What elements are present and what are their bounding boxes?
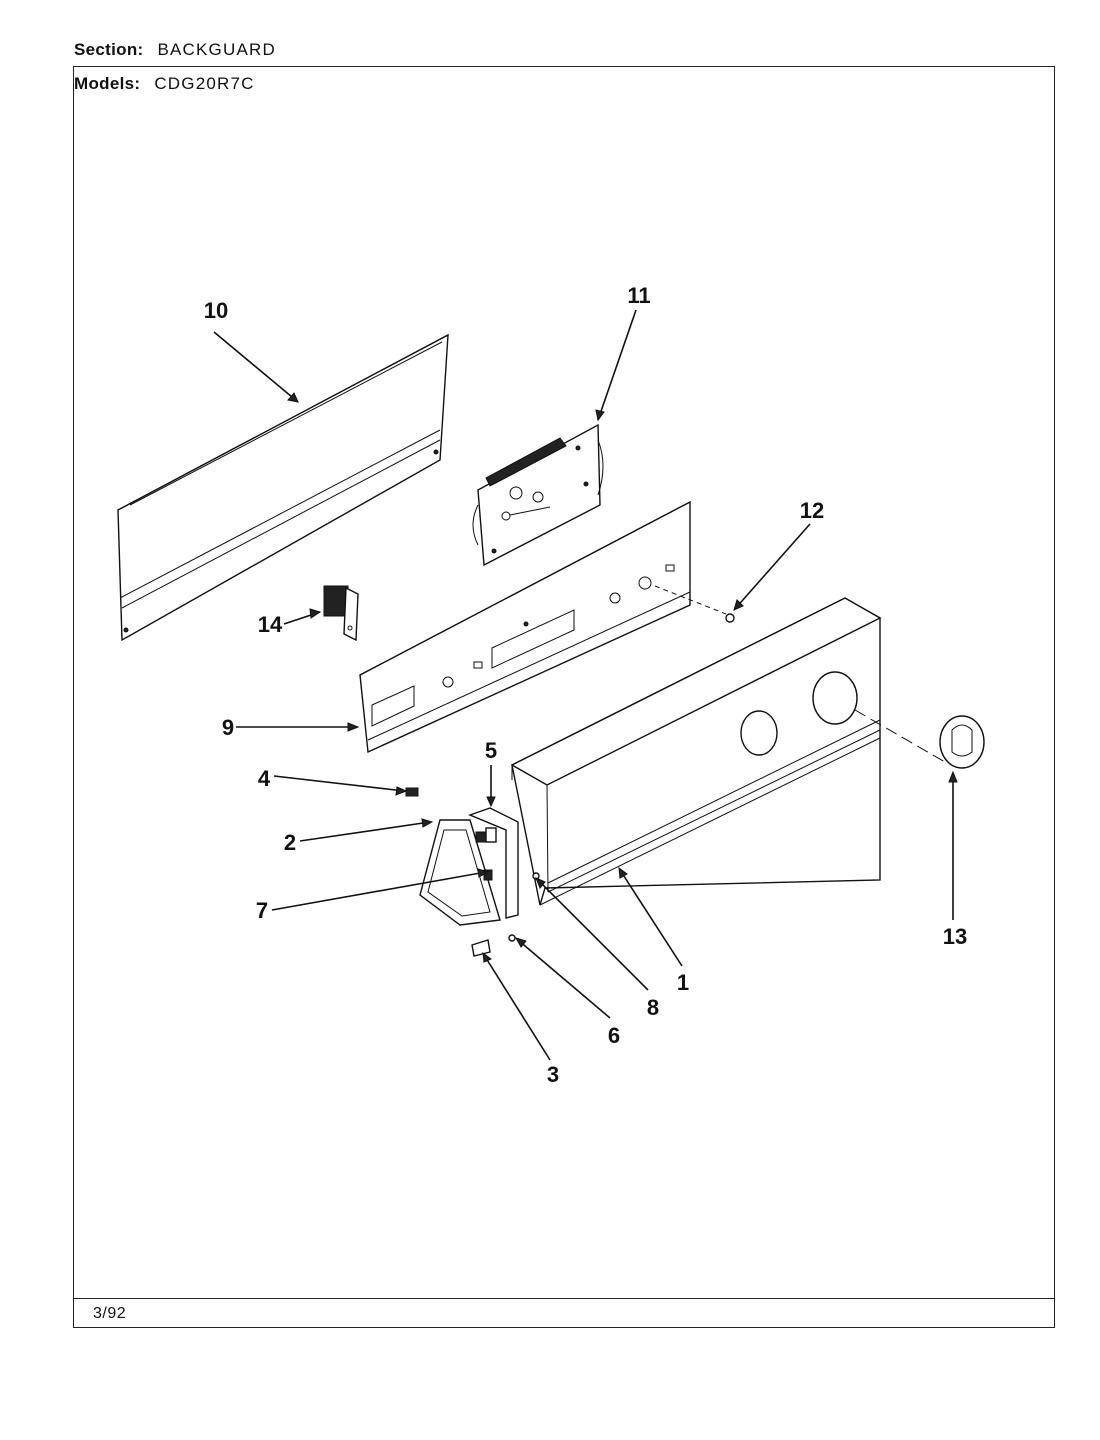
footer-date: 3/92 xyxy=(93,1305,127,1322)
models-value: CDG20R7C xyxy=(154,74,255,93)
callout-10: 10 xyxy=(204,298,228,323)
callout-2: 2 xyxy=(284,830,296,855)
leader-lines xyxy=(213,309,958,1061)
section-label: Section: xyxy=(74,40,144,59)
section-value: BACKGUARD xyxy=(157,40,276,59)
models-label: Models: xyxy=(74,74,141,93)
section-header: Section: BACKGUARD xyxy=(74,40,276,60)
callout-14: 14 xyxy=(258,612,283,637)
small-parts xyxy=(405,787,540,957)
callout-11: 11 xyxy=(627,283,650,308)
callout-4: 4 xyxy=(258,766,271,791)
part-4-clip xyxy=(405,787,419,797)
models-header: Models: CDG20R7C xyxy=(74,74,255,94)
part-11-control-board xyxy=(472,423,604,567)
part-2-end-cap xyxy=(419,819,501,926)
part-14-relay xyxy=(323,585,359,642)
callout-6: 6 xyxy=(608,1023,620,1048)
callout-5: 5 xyxy=(485,738,497,763)
callout-7: 7 xyxy=(256,898,268,923)
part-10-rear-panel xyxy=(117,333,449,642)
part-12-screw xyxy=(654,585,735,623)
callout-labels: 1 2 3 4 5 6 7 8 9 10 11 12 13 14 xyxy=(204,283,967,1087)
part-13-knob xyxy=(939,715,985,769)
part-5-trim-strip xyxy=(468,807,519,942)
callout-12: 12 xyxy=(800,498,824,523)
diagram-frame xyxy=(73,66,1055,1328)
part-7-clip xyxy=(485,827,497,843)
part-9-control-panel xyxy=(359,500,691,754)
callout-13: 13 xyxy=(943,924,967,949)
callout-1: 1 xyxy=(677,970,689,995)
part-3-bracket xyxy=(471,939,491,957)
callout-9: 9 xyxy=(222,715,234,740)
footer-divider xyxy=(73,1298,1055,1299)
callout-3: 3 xyxy=(547,1062,559,1087)
part-1-backguard-housing xyxy=(510,597,946,906)
callout-8: 8 xyxy=(647,995,659,1020)
